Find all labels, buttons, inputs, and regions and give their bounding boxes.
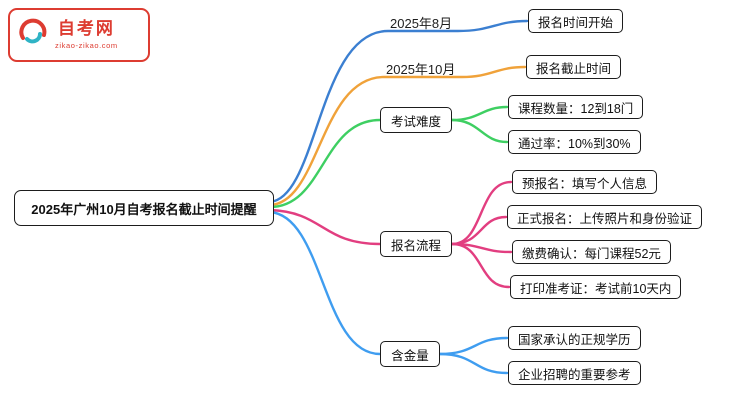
edge-process-to-prereg xyxy=(450,180,513,246)
logo-site-domain: zikao-zikao.com xyxy=(55,40,118,50)
branch-label-aug-2025: 2025年8月 xyxy=(390,16,453,31)
leaf-hiring-reference: 企业招聘的重要参考 xyxy=(508,361,641,385)
leaf-registration-deadline: 报名截止时间 xyxy=(526,55,622,79)
leaf-state-recognized: 国家承认的正规学历 xyxy=(508,326,641,350)
leaf-course-count: 课程数量：12到18门 xyxy=(508,95,644,119)
zikao-logo-icon xyxy=(18,18,48,53)
logo-site-name: 自考网 xyxy=(57,19,115,39)
edge-root-to-branch-oct xyxy=(268,65,527,207)
edge-value-to-state xyxy=(438,336,509,356)
edge-process-to-ticket xyxy=(450,242,511,289)
edge-difficulty-to-passrate xyxy=(450,118,509,144)
leaf-registration-start: 报名时间开始 xyxy=(528,9,624,33)
branch-label-oct-2025: 2025年10月 xyxy=(386,62,456,77)
leaf-formal-registration: 正式报名：上传照片和身份验证 xyxy=(507,205,703,229)
leaf-print-admission-ticket: 打印准考证：考试前10天内 xyxy=(510,275,682,299)
site-logo: 自考网 zikao-zikao.com xyxy=(8,8,150,62)
leaf-pass-rate: 通过率：10%到30% xyxy=(508,130,641,154)
leaf-payment-confirmation: 缴费确认：每门课程52元 xyxy=(512,240,671,264)
branch-signup-process: 报名流程 xyxy=(380,231,452,257)
edge-value-to-hiring xyxy=(438,352,509,375)
edge-root-to-branch-process xyxy=(268,208,382,246)
root-node: 2025年广州10月自考报名截止时间提醒 xyxy=(14,190,274,226)
branch-exam-difficulty: 考试难度 xyxy=(380,107,452,133)
edge-root-to-branch-value xyxy=(268,210,382,356)
edge-difficulty-to-courses xyxy=(450,105,509,122)
edge-root-to-branch-difficulty xyxy=(268,118,382,209)
edge-process-to-formal xyxy=(450,215,508,246)
edge-root-to-branch-aug xyxy=(268,19,529,204)
branch-credential-value: 含金量 xyxy=(380,341,440,367)
leaf-pre-registration: 预报名：填写个人信息 xyxy=(512,170,658,194)
